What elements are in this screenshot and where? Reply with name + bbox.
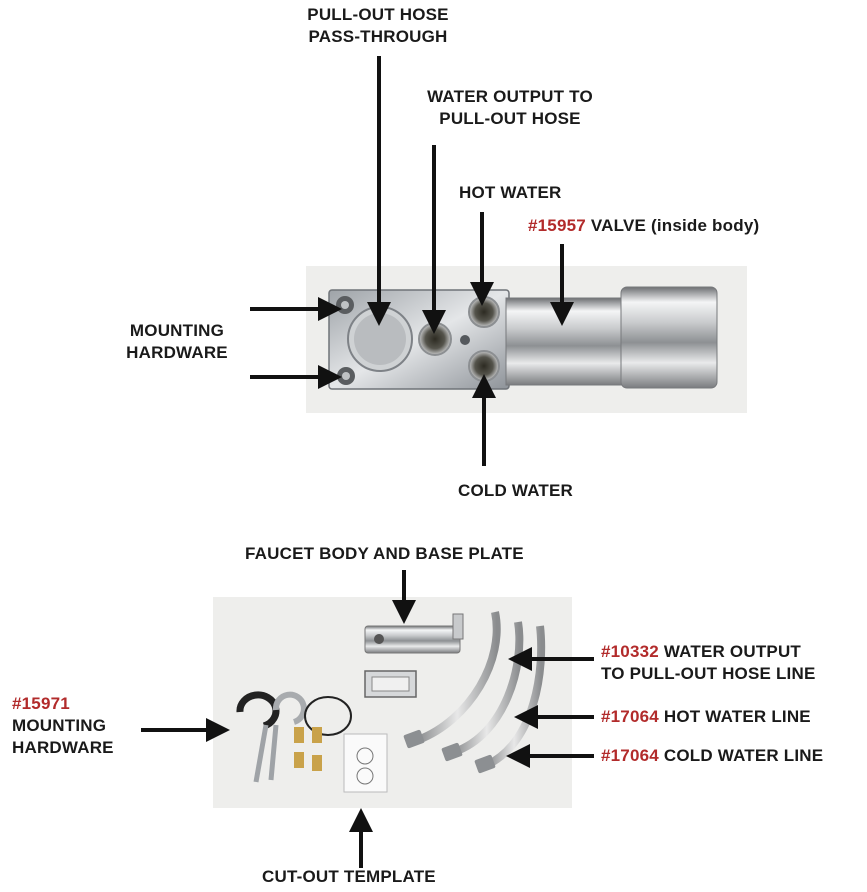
water-output-line1: WATER OUTPUT TO xyxy=(427,87,593,106)
hot-water-label: HOT WATER xyxy=(459,183,562,202)
mounting-hardware-bottom-line1: MOUNTING xyxy=(12,716,107,735)
cold-water-line-label: #17064 COLD WATER LINE xyxy=(601,745,823,767)
cold-water-line-part-number: #17064 xyxy=(601,746,659,765)
valve-label: #15957 VALVE (inside body) xyxy=(528,215,759,237)
faucet-body-photo xyxy=(306,266,747,413)
water-output-line-text: WATER OUTPUT xyxy=(663,642,802,661)
pullout-pass-through-line1: PULL-OUT HOSE xyxy=(307,5,449,24)
faucet-body-label: FAUCET BODY AND BASE PLATE xyxy=(245,544,524,563)
mounting-hardware-top-line2: HARDWARE xyxy=(126,343,228,362)
water-output-line-part-number: #10332 xyxy=(601,642,659,661)
water-output-line-text2: TO PULL-OUT HOSE LINE xyxy=(601,664,816,683)
mounting-hardware-part-number: #15971 xyxy=(12,694,70,713)
water-output-line-label: #10332 WATER OUTPUT TO PULL-OUT HOSE LIN… xyxy=(601,641,816,685)
mounting-hardware-bottom-line2: HARDWARE xyxy=(12,738,114,757)
pullout-pass-through-line2: PASS-THROUGH xyxy=(308,27,448,46)
valve-part-number: #15957 xyxy=(528,216,586,235)
mounting-hardware-top-line1: MOUNTING xyxy=(129,321,225,340)
water-output-label: WATER OUTPUT TO PULL-OUT HOSE xyxy=(404,86,616,130)
valve-text: VALVE (inside body) xyxy=(590,216,760,235)
bottom-arrows xyxy=(141,570,594,868)
hot-water-line-part-number: #17064 xyxy=(601,707,659,726)
parts-kit-photo xyxy=(213,597,572,808)
cold-water-line-text: COLD WATER LINE xyxy=(663,746,824,765)
cutout-template-label: CUT-OUT TEMPLATE xyxy=(262,867,436,886)
water-output-line2: PULL-OUT HOSE xyxy=(439,109,581,128)
hot-water-line-text: HOT WATER LINE xyxy=(663,707,811,726)
hot-water-line-label: #17064 HOT WATER LINE xyxy=(601,706,811,728)
pullout-pass-through-label: PULL-OUT HOSE PASS-THROUGH xyxy=(260,4,496,48)
cold-water-label: COLD WATER xyxy=(458,481,574,500)
mounting-hardware-bottom-label: #15971 MOUNTING HARDWARE xyxy=(12,693,114,759)
mounting-hardware-top-label: MOUNTING HARDWARE xyxy=(108,320,246,364)
top-arrows xyxy=(250,56,574,466)
